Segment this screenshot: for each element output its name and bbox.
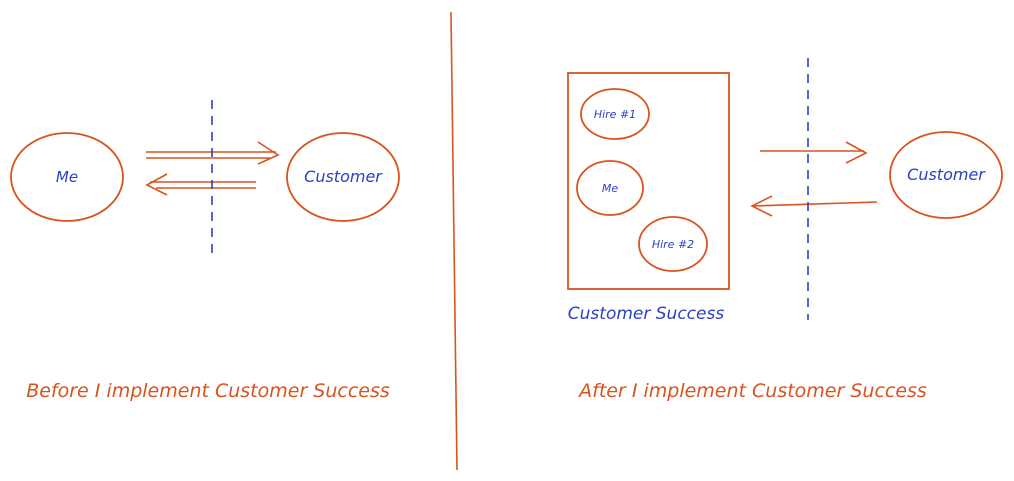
inner-me-circle (576, 160, 644, 216)
inner-me-label: Me (602, 182, 618, 195)
right-customer-circle (889, 131, 1003, 219)
left-panel: Me Customer Before I implement Customer … (10, 100, 400, 402)
me-label: Me (56, 168, 78, 186)
customer-label: Customer (304, 167, 383, 186)
me-circle (10, 132, 124, 222)
hire2-circle (638, 216, 708, 272)
customer-circle (286, 132, 400, 222)
right-caption: After I implement Customer Success (577, 380, 927, 402)
customer-success-label: Customer Success (568, 304, 725, 324)
right-arrow-to-box (750, 195, 878, 217)
customer-success-box (567, 72, 730, 290)
hire1-circle (580, 88, 650, 140)
center-divider (450, 11, 458, 471)
hire2-label: Hire #2 (652, 238, 694, 251)
arrow-to-customer (146, 141, 280, 165)
right-panel: Hire #1 Me Hire #2 Customer Success Cust… (567, 58, 1003, 402)
right-arrow-to-customer (760, 141, 868, 164)
left-caption: Before I implement Customer Success (26, 380, 390, 402)
hire1-label: Hire #1 (594, 108, 636, 121)
right-customer-label: Customer (907, 165, 986, 184)
arrow-to-me (145, 173, 256, 196)
